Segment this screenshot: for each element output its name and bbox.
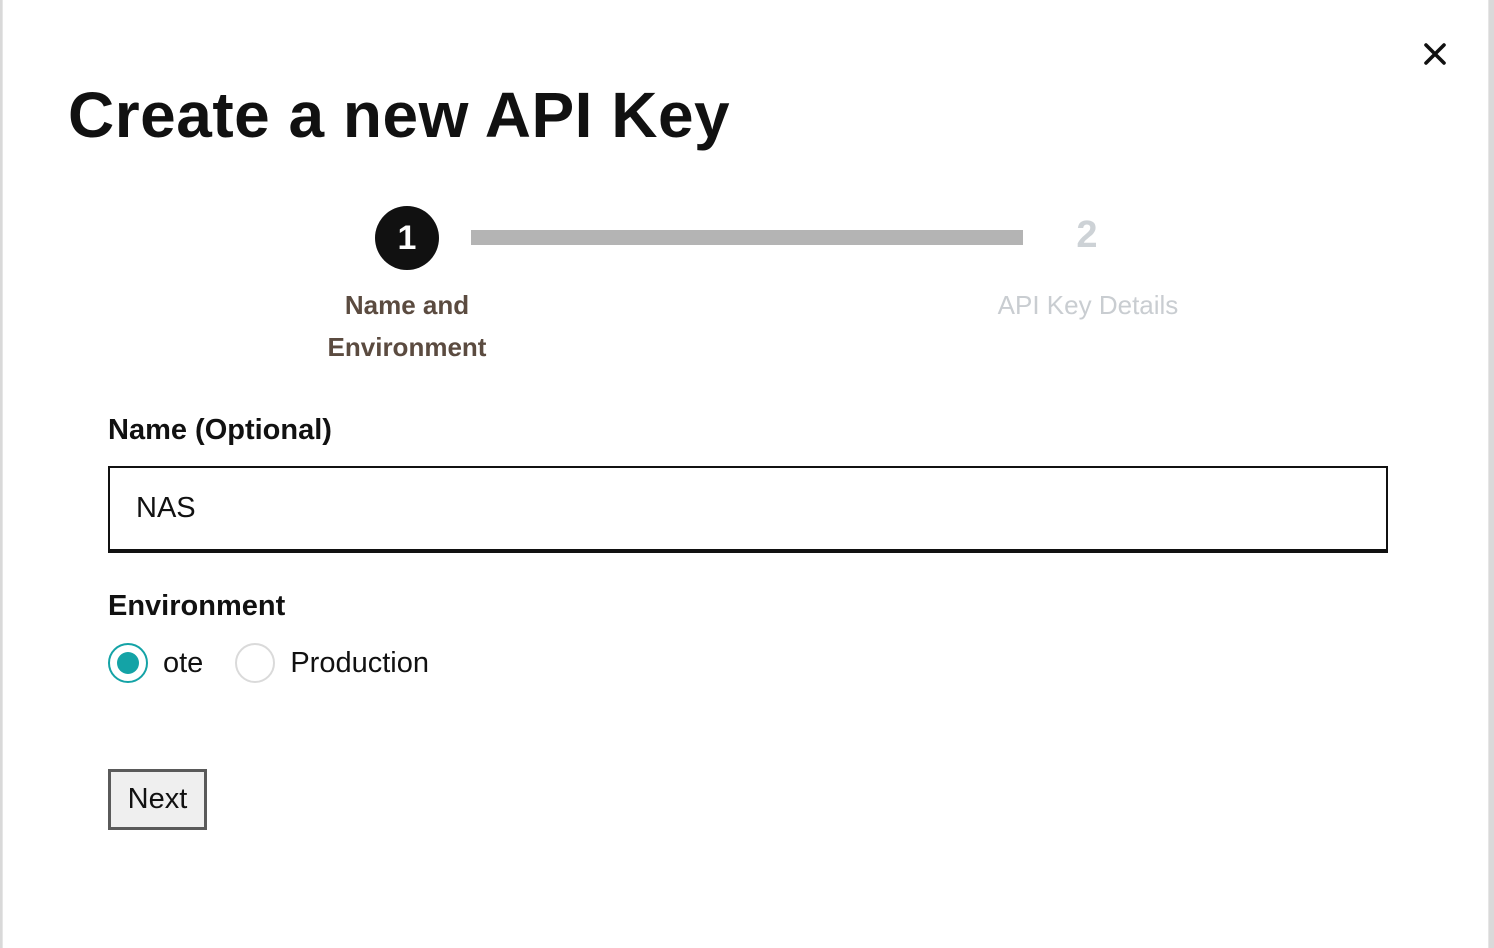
- close-icon: [1424, 43, 1446, 65]
- step-1-indicator: 1: [375, 206, 439, 270]
- radio-label-ote: ote: [163, 646, 204, 679]
- radio-option-ote[interactable]: ote: [108, 643, 203, 683]
- radio-button-ote[interactable]: [108, 643, 148, 683]
- dialog-title: Create a new API Key: [68, 79, 731, 151]
- close-button[interactable]: [1415, 34, 1455, 74]
- radio-button-production[interactable]: [235, 643, 276, 683]
- step-2-label: API Key Details: [997, 290, 1179, 320]
- radio-label-production: Production: [290, 646, 429, 679]
- next-button[interactable]: Next: [108, 769, 207, 830]
- step-2-indicator: 2: [1076, 214, 1098, 256]
- step-1-label-line-1: Name and: [344, 290, 470, 320]
- step-connector: [471, 230, 1023, 245]
- environment-radio-group: ote Production: [108, 642, 429, 684]
- radio-selected-dot: [117, 652, 139, 674]
- name-field-label: Name (Optional): [108, 414, 332, 446]
- step-1-label-line-2: Environment: [327, 332, 487, 362]
- radio-option-production[interactable]: Production: [235, 643, 429, 683]
- name-input[interactable]: [108, 466, 1388, 553]
- step-1-label: Name and Environment: [287, 284, 527, 368]
- environment-label: Environment: [108, 590, 286, 622]
